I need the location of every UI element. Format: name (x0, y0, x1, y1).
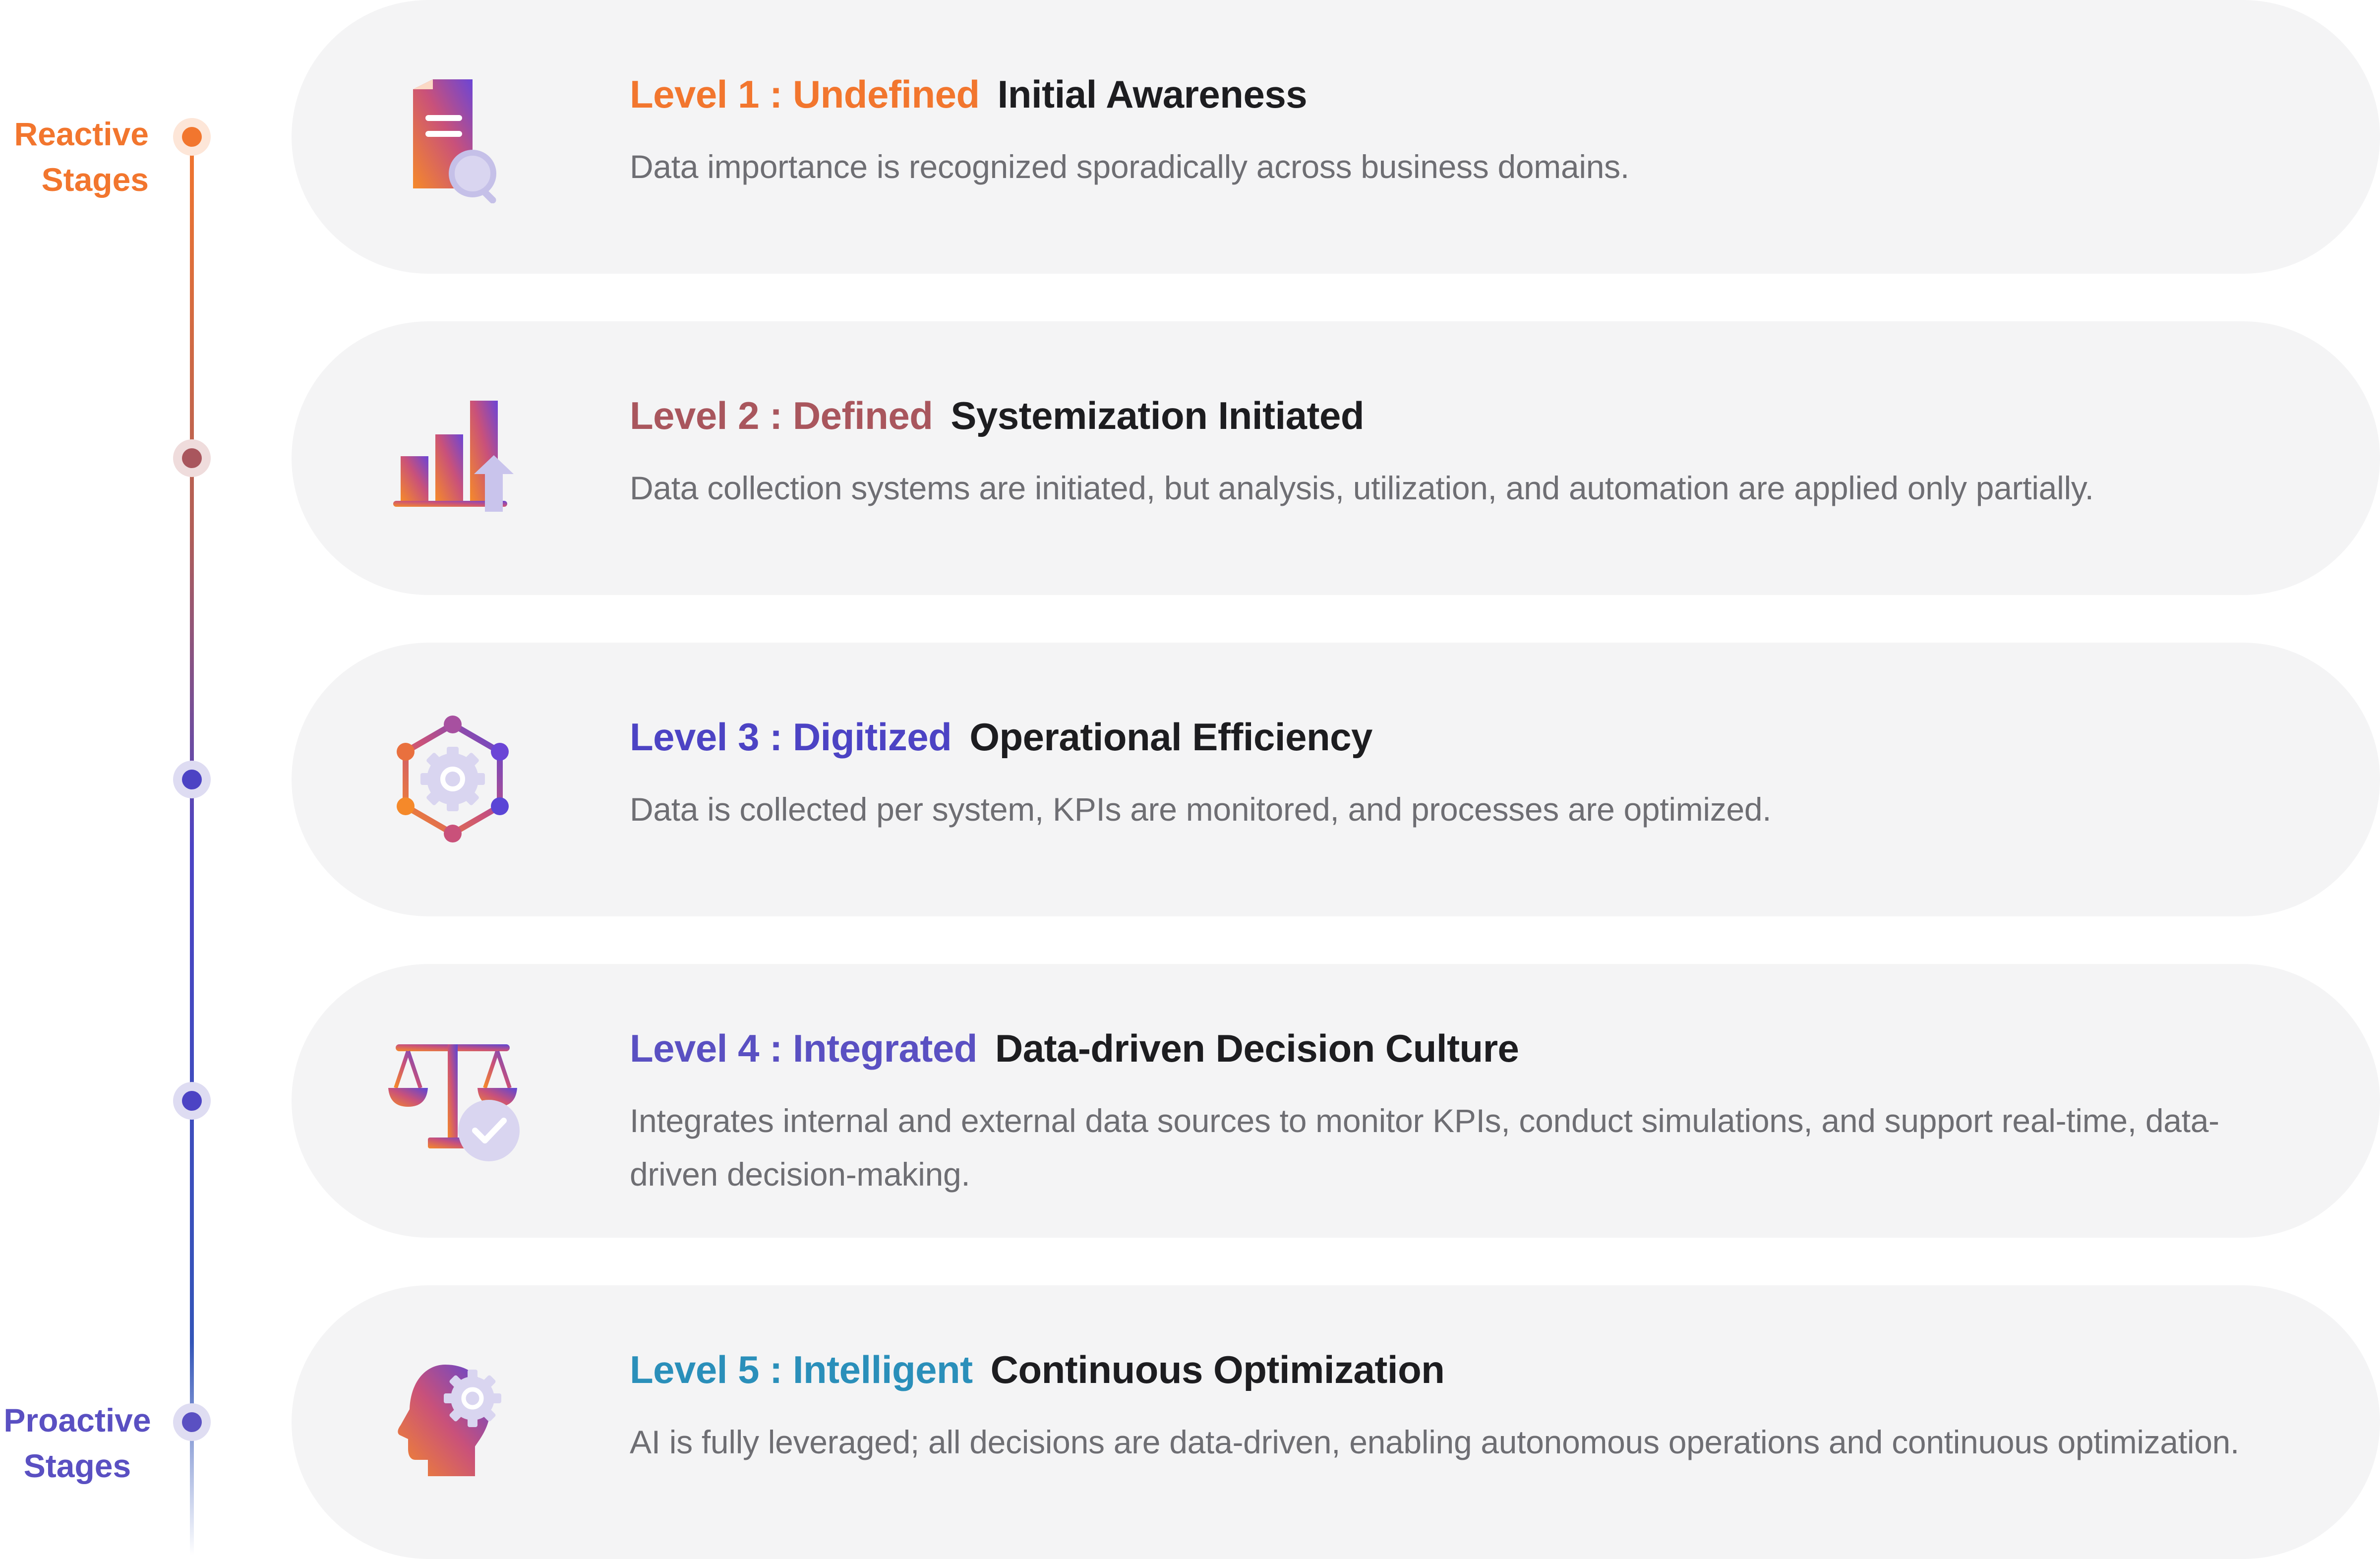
level-card-4: Level 4 : Integrated Data-driven Decision… (292, 964, 2380, 1238)
level-title: Operational Efficiency (969, 715, 1372, 759)
level-heading: Level 4 : Integrated Data-driven Decision… (630, 1023, 1519, 1073)
level-description: AI is fully leveraged; all decisions are… (630, 1424, 2240, 1460)
level-card-1: Level 1 : Undefined Initial Awareness Dat… (292, 0, 2380, 274)
timeline-dot-2 (173, 439, 211, 477)
level-title: Systemization Initiated (951, 394, 1365, 437)
level-label: Level 2 : Defined (630, 394, 933, 437)
level-label: Level 3 : Digitized (630, 715, 952, 759)
proactive-stages-label: Proactive Stages (3, 1402, 151, 1484)
level-description: Data importance is recognized sporadical… (630, 148, 1629, 185)
level-heading: Level 1 : Undefined Initial Awareness (630, 69, 1308, 119)
timeline-dot-4 (173, 1082, 211, 1120)
document-search-icon (413, 79, 496, 203)
level-card-5: Level 5 : Intelligent Continuous Optimiza… (292, 1285, 2380, 1559)
level-heading: Level 5 : Intelligent Continuous Optimiza… (630, 1345, 1445, 1394)
gear-network-icon (397, 716, 509, 842)
level-description: Integrates internal and external data so… (630, 1102, 2219, 1193)
level-title: Data-driven Decision Culture (995, 1026, 1519, 1070)
level-heading: Level 2 : Defined Systemization Initiated (630, 391, 1365, 440)
level-heading: Level 3 : Digitized Operational Efficienc… (630, 712, 1372, 762)
timeline-line (190, 137, 194, 1555)
head-gear-icon (398, 1365, 501, 1476)
timeline-dot-5 (173, 1403, 211, 1441)
level-title: Continuous Optimization (990, 1348, 1445, 1391)
level-card-3: Level 3 : Digitized Operational Efficienc… (292, 643, 2380, 916)
reactive-stages-label: Reactive Stages (14, 116, 149, 198)
level-description: Data collection systems are initiated, b… (630, 470, 2094, 506)
level-description: Data is collected per system, KPIs are m… (630, 791, 1772, 828)
level-label: Level 1 : Undefined (630, 72, 980, 116)
balance-scale-check-icon (388, 1044, 520, 1161)
level-label: Level 5 : Intelligent (630, 1348, 973, 1391)
timeline-dot-3 (173, 761, 211, 798)
bar-chart-growth-icon (393, 401, 514, 512)
level-card-2: Level 2 : Defined Systemization Initiated… (292, 321, 2380, 595)
level-title: Initial Awareness (997, 72, 1308, 116)
timeline-dot-1 (173, 118, 211, 156)
level-label: Level 4 : Integrated (630, 1026, 977, 1070)
